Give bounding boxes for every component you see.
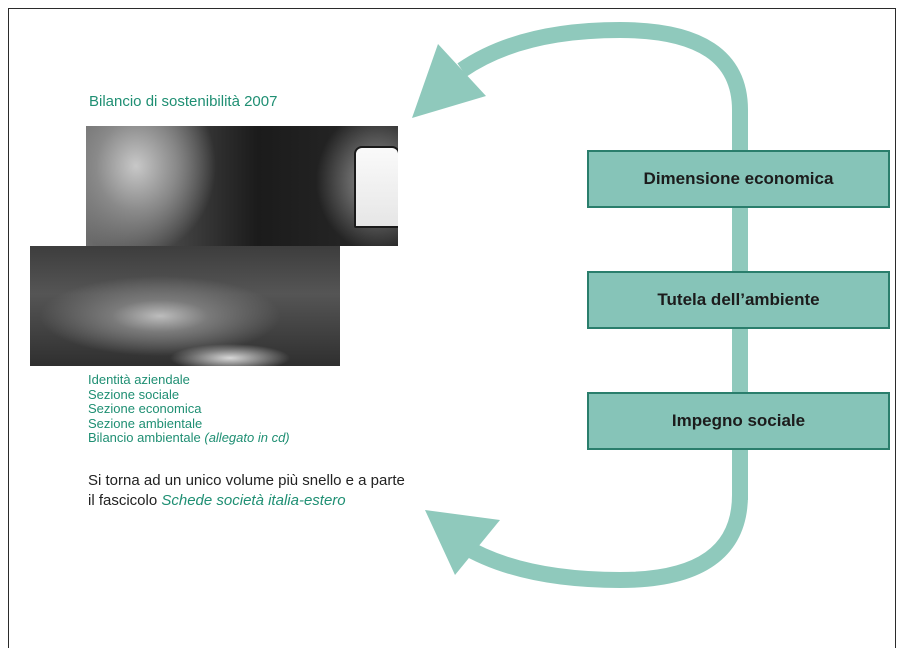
sections-list: Identità aziendale Sezione sociale Sezio… [88,372,290,446]
note-line-2: il fascicolo Schede società italia-ester… [88,492,346,509]
section-item: Identità aziendale [88,372,190,387]
section-item: Bilancio ambientale (allegato in cd) [88,430,290,445]
box-dimensione-economica: Dimensione economica [587,150,890,208]
report-title: Bilancio di sostenibilità 2007 [89,93,278,110]
section-item: Sezione sociale [88,386,180,402]
note-line-1: Si torna ad un unico volume più snello e… [88,472,405,489]
note-text: Si torna ad un unico volume più snello e… [88,471,508,511]
top-arrowhead [412,44,486,118]
bottom-arrow-shaft [457,494,748,589]
section-item: Sezione economica [88,401,202,416]
photo-mist [30,246,340,366]
bottom-arrowhead [425,510,500,575]
note-accent: Schede società italia-estero [161,492,346,509]
section-item: Sezione ambientale [88,415,203,431]
box-tutela-ambiente: Tutela dell’ambiente [587,271,890,329]
top-arrow-shaft [457,21,748,150]
photo-lantern [86,126,398,246]
page-frame [8,8,896,648]
box-impegno-sociale: Impegno sociale [587,392,890,450]
lantern-shape [354,146,398,228]
